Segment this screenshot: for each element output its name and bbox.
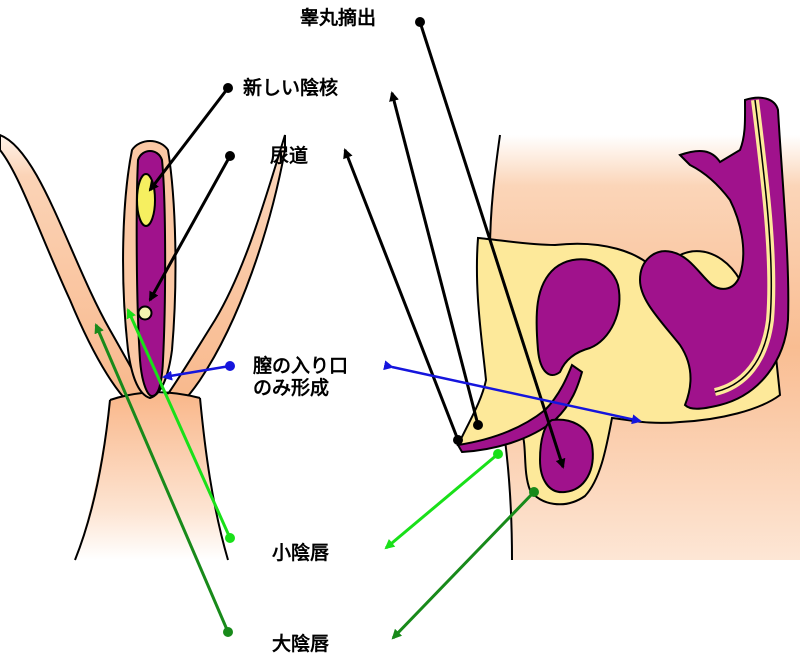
leader-dot-new-clitoris-side bbox=[473, 420, 483, 430]
label-orchiectomy: 睾丸摘出 bbox=[300, 6, 376, 29]
urethra-frontal bbox=[137, 305, 153, 321]
label-urethra: 尿道 bbox=[270, 144, 308, 167]
labia-majora-frontal bbox=[0, 133, 286, 413]
label-vaginal-opening-line1: 膣の入り口 bbox=[252, 354, 348, 377]
leader-lines bbox=[94, 17, 642, 640]
leader-urethra bbox=[148, 155, 232, 302]
new-clitoris-frontal bbox=[136, 173, 156, 227]
leader-labia-minora bbox=[126, 308, 232, 539]
label-labia-minora: 小陰唇 bbox=[272, 541, 329, 564]
lower-skin-frontal bbox=[75, 393, 230, 560]
leader-vaginal-opening-side bbox=[383, 360, 642, 425]
frontal-view bbox=[0, 133, 286, 561]
lower-pouch bbox=[538, 418, 594, 494]
label-labia-majora: 大陰唇 bbox=[272, 632, 329, 655]
leader-dot-urethra-side bbox=[453, 435, 463, 445]
leader-labia-minora-side bbox=[384, 452, 499, 550]
labels: 睾丸摘出 新しい陰核 尿道 膣の入り口 のみ形成 小陰唇 大陰唇 bbox=[243, 6, 376, 655]
leader-new-clitoris bbox=[148, 87, 230, 192]
leader-labia-majora-side bbox=[391, 490, 536, 640]
bladder bbox=[535, 258, 621, 377]
leader-vaginal-opening bbox=[162, 364, 231, 381]
sagittal-view bbox=[456, 96, 800, 561]
leader-urethra-side bbox=[343, 148, 460, 441]
leader-labia-majora bbox=[94, 323, 230, 633]
label-new-clitoris: 新しい陰核 bbox=[243, 76, 338, 99]
label-vaginal-opening-line2: のみ形成 bbox=[253, 376, 329, 399]
rectum bbox=[638, 96, 790, 410]
